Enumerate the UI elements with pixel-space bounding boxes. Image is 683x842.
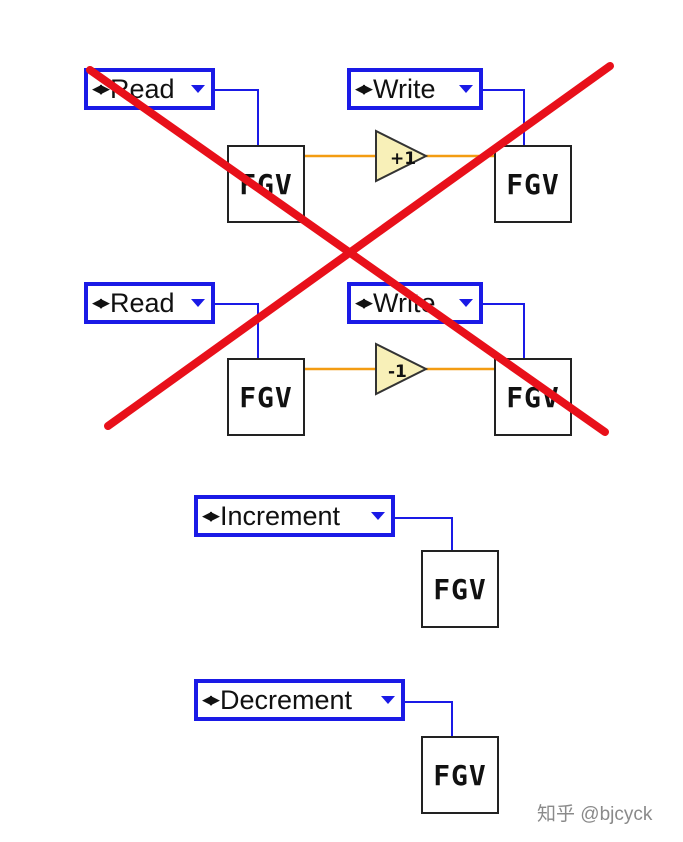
fgv-subvi-4[interactable]: FGV [494, 358, 572, 436]
fgv-subvi-5[interactable]: FGV [421, 550, 499, 628]
dropdown-arrow-icon[interactable] [371, 512, 385, 520]
fgv-subvi-1[interactable]: FGV [227, 145, 305, 223]
enum-write-1[interactable]: ◀▶ Write [347, 68, 483, 110]
enum-read-2[interactable]: ◀▶ Read [84, 282, 215, 324]
fgv-subvi-3[interactable]: FGV [227, 358, 305, 436]
plus-one-label: +1 [390, 149, 416, 169]
enum-write-2[interactable]: ◀▶ Write [347, 282, 483, 324]
plus-one-primitive[interactable]: +1 [375, 129, 429, 183]
enum-decrement-label: Decrement [220, 684, 353, 715]
enum-increment-label: Increment [220, 500, 341, 531]
dropdown-arrow-icon[interactable] [381, 696, 395, 704]
wire-read1 [214, 89, 259, 146]
left-right-arrows-icon: ◀▶ [355, 81, 373, 96]
wire-decrement [404, 701, 453, 736]
wire-write2 [482, 303, 525, 358]
enum-decrement[interactable]: ◀▶ Decrement [194, 679, 405, 721]
minus-one-label: -1 [388, 362, 407, 382]
minus-one-primitive[interactable]: -1 [375, 342, 429, 396]
left-right-arrows-icon: ◀▶ [92, 295, 110, 310]
left-right-arrows-icon: ◀▶ [202, 508, 220, 523]
enum-write-1-label: Write [373, 73, 436, 104]
dropdown-arrow-icon[interactable] [191, 299, 205, 307]
dropdown-arrow-icon[interactable] [459, 85, 473, 93]
enum-read-1-label: Read [110, 73, 175, 104]
fgv-subvi-2[interactable]: FGV [494, 145, 572, 223]
left-right-arrows-icon: ◀▶ [202, 692, 220, 707]
wire-read2 [214, 303, 259, 358]
left-right-arrows-icon: ◀▶ [92, 81, 110, 96]
left-right-arrows-icon: ◀▶ [355, 295, 373, 310]
enum-increment[interactable]: ◀▶ Increment [194, 495, 395, 537]
watermark: 知乎 @bjcyck [537, 804, 653, 825]
fgv-subvi-6[interactable]: FGV [421, 736, 499, 814]
dropdown-arrow-icon[interactable] [459, 299, 473, 307]
wire-write1 [482, 89, 525, 146]
enum-write-2-label: Write [373, 287, 436, 318]
dropdown-arrow-icon[interactable] [191, 85, 205, 93]
enum-read-2-label: Read [110, 287, 175, 318]
wire-increment [394, 517, 453, 550]
enum-read-1[interactable]: ◀▶ Read [84, 68, 215, 110]
